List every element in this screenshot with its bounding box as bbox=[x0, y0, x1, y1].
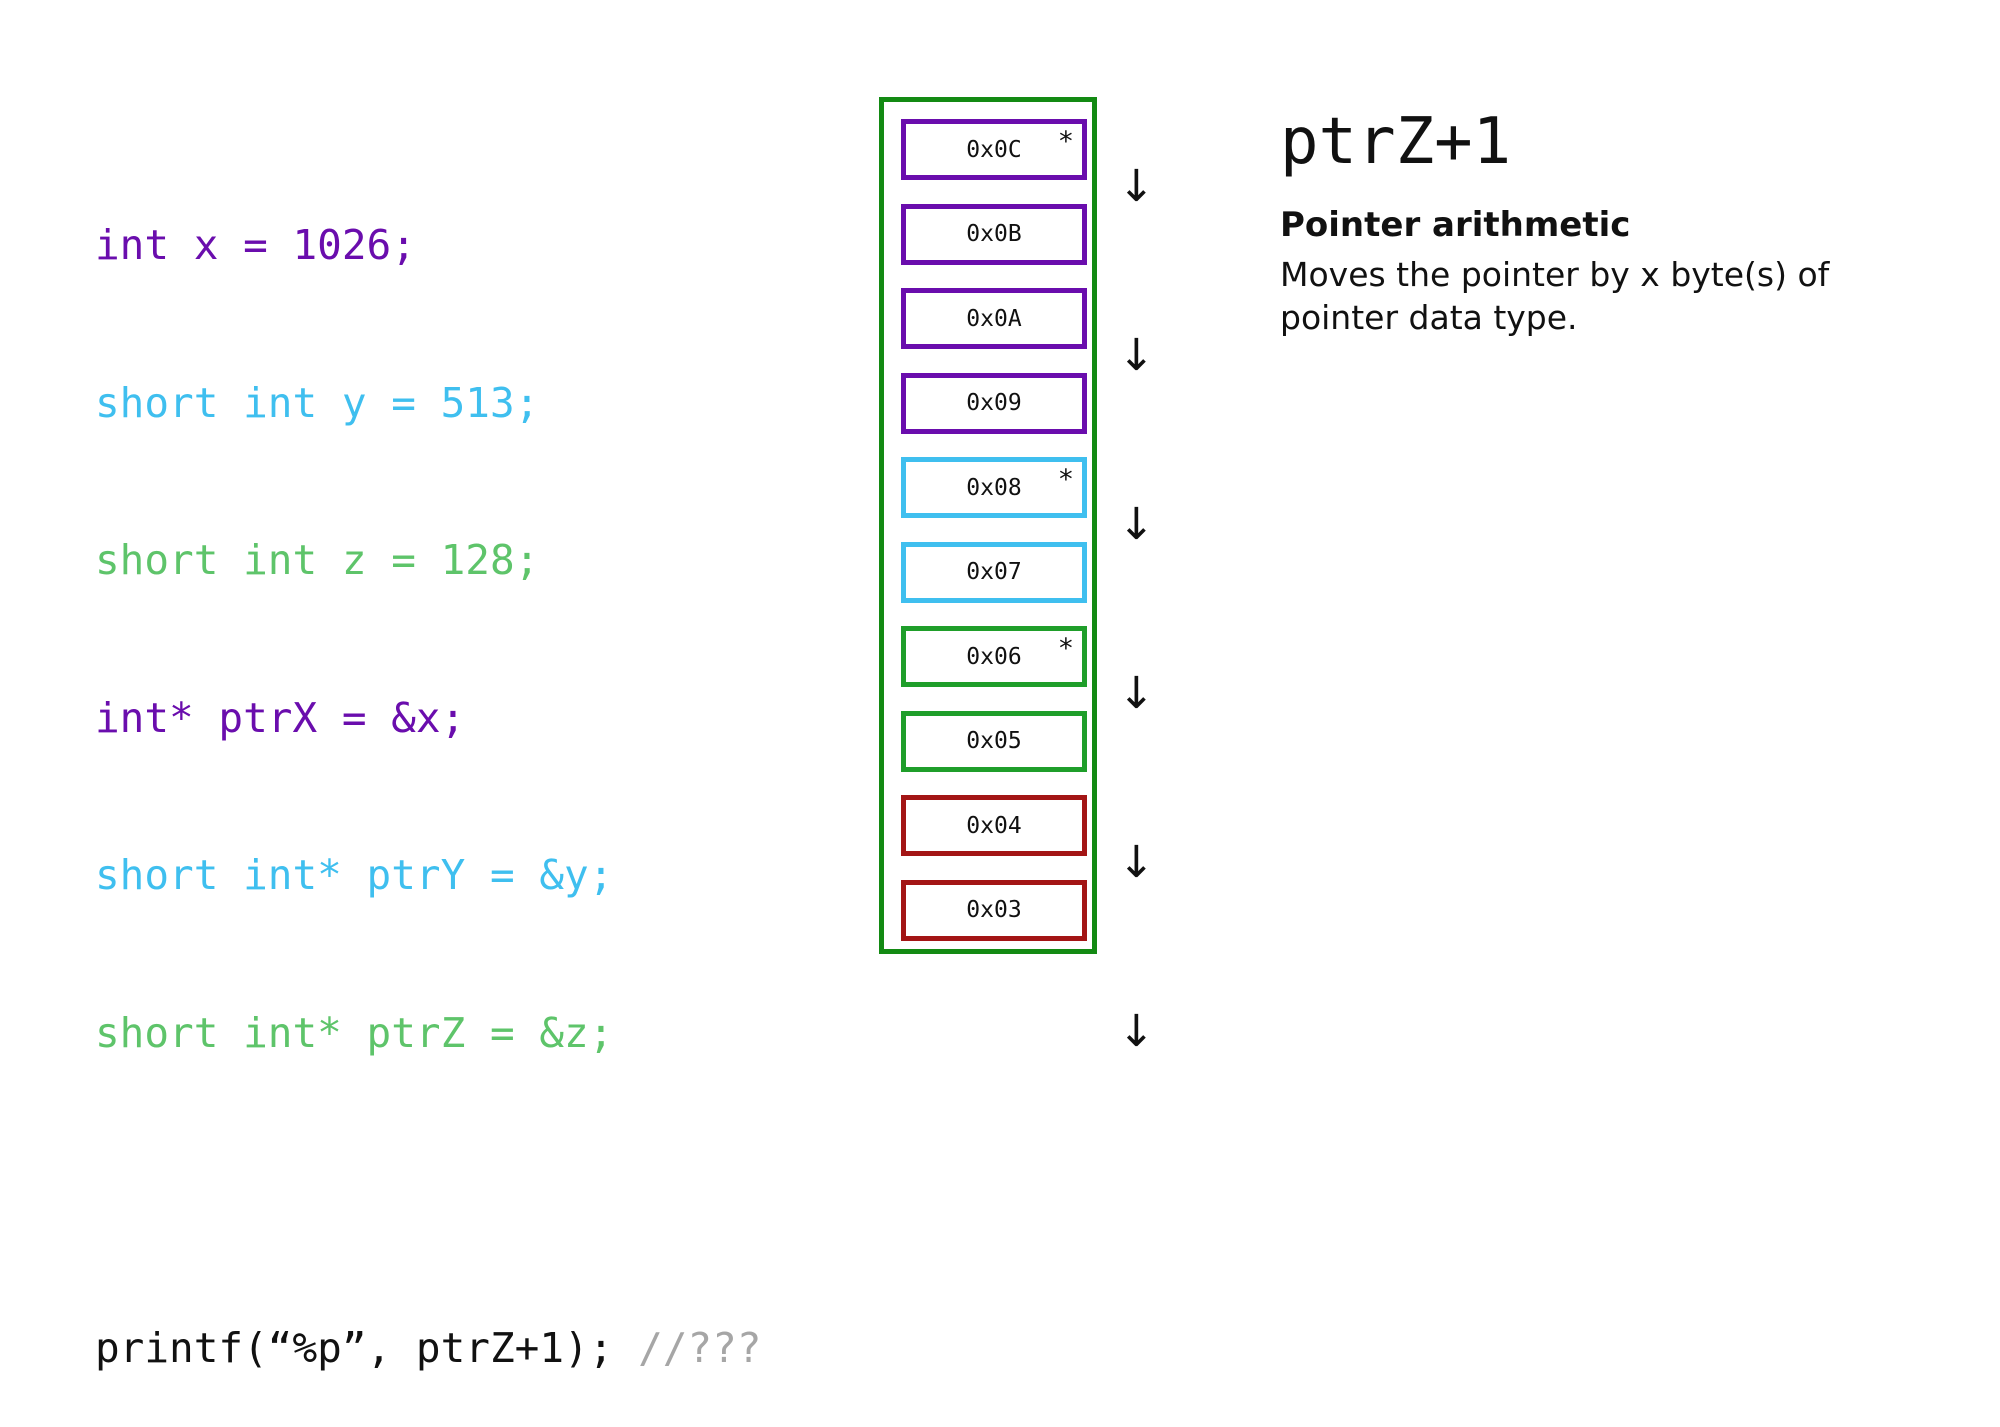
code-line-short-z: short int z = 128; bbox=[95, 536, 540, 584]
code-line-ptry: short int* ptrY = &y; bbox=[95, 851, 614, 899]
memory-cell: 0x08 * bbox=[901, 457, 1087, 518]
pointer-target-marker: * bbox=[1057, 633, 1074, 664]
memory-cell: 0x0B bbox=[901, 203, 1087, 265]
memory-address-label: 0x06 bbox=[966, 643, 1022, 670]
memory-address-label: 0x0B bbox=[966, 221, 1022, 247]
memory-address-label: 0x03 bbox=[966, 897, 1022, 923]
memory-cell: 0x03 bbox=[901, 879, 1087, 941]
expression-heading: ptrZ+1 bbox=[1280, 105, 1512, 179]
down-arrow-icon: ↓ bbox=[1118, 498, 1155, 550]
memory-address-label: 0x05 bbox=[966, 728, 1022, 754]
memory-cell: 0x05 bbox=[901, 710, 1087, 772]
memory-address-label: 0x0A bbox=[966, 305, 1022, 332]
memory-cell: 0x06 * bbox=[901, 626, 1087, 687]
code-line-ptrz: short int* ptrZ = &z; bbox=[95, 1008, 614, 1057]
code-line-short-y: short int y = 513; bbox=[95, 378, 540, 427]
code-comment: //??? bbox=[638, 1323, 762, 1372]
code-line-printf: printf(“%p”, ptrZ+1); //??? bbox=[95, 1322, 761, 1375]
memory-cell: 0x09 bbox=[901, 372, 1087, 434]
down-arrow-icon: ↓ bbox=[1118, 329, 1155, 381]
memory-address-label: 0x04 bbox=[966, 812, 1022, 839]
memory-frame: 0x0C * 0x0B 0x0A 0x09 0x08 * 0x07 0x06 * 0x05 0x04 0… bbox=[879, 97, 1097, 954]
concept-description: Moves the pointer by x byte(s) of pointe… bbox=[1280, 255, 1830, 337]
memory-address-label: 0x0C bbox=[966, 136, 1022, 163]
memory-address-label: 0x07 bbox=[966, 559, 1022, 585]
printf-statement: printf(“%p”, ptrZ+1); bbox=[95, 1323, 639, 1372]
pointer-target-marker: * bbox=[1057, 464, 1074, 495]
memory-cell: 0x0C * bbox=[901, 119, 1087, 180]
memory-address-label: 0x08 bbox=[966, 474, 1022, 501]
down-arrow-icon: ↓ bbox=[1118, 1005, 1155, 1057]
down-arrow-icon: ↓ bbox=[1118, 160, 1155, 212]
memory-cell: 0x04 bbox=[901, 795, 1087, 856]
memory-address-label: 0x09 bbox=[966, 390, 1022, 416]
down-arrow-icon: ↓ bbox=[1118, 667, 1155, 719]
down-arrow-icon: ↓ bbox=[1118, 836, 1155, 888]
memory-cell: 0x07 bbox=[901, 541, 1087, 603]
code-line-int-x: int x = 1026; bbox=[95, 221, 416, 269]
code-line-ptrx: int* ptrX = &x; bbox=[95, 693, 466, 742]
code-block: int x = 1026; short int y = 513; short i… bbox=[95, 114, 761, 1427]
memory-cell: 0x0A bbox=[901, 288, 1087, 349]
pointer-target-marker: * bbox=[1057, 126, 1074, 157]
code-blank-line bbox=[95, 1164, 761, 1217]
concept-title: Pointer arithmetic bbox=[1280, 205, 1631, 245]
